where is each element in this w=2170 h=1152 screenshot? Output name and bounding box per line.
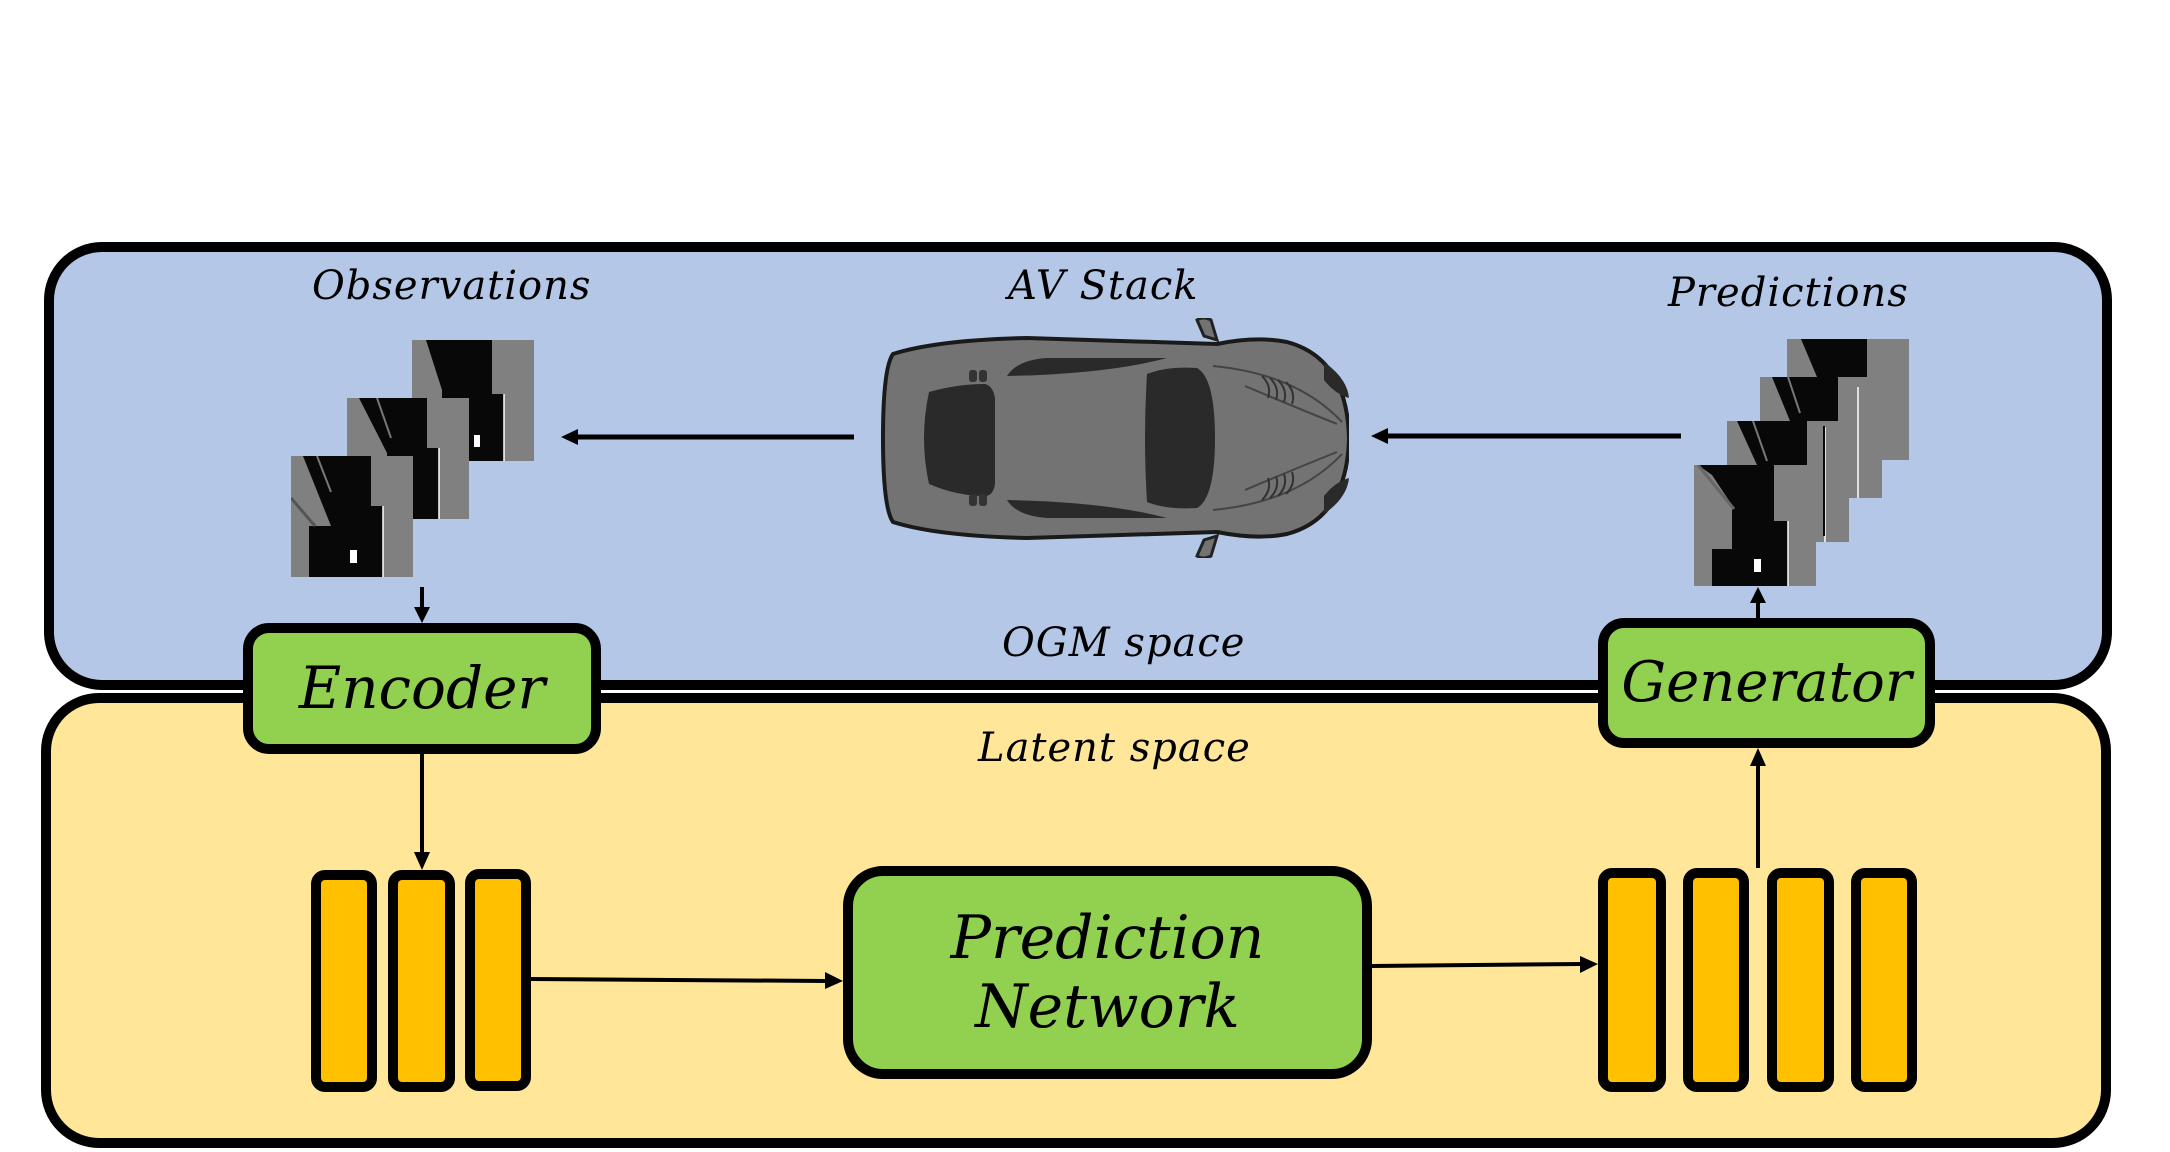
input-latent-vector [388, 870, 455, 1092]
arrow-latent-to-prediction-network [530, 971, 843, 989]
arrow-prediction-network-to-latent [1371, 956, 1598, 974]
av-stack-label: AV Stack [1008, 263, 1199, 309]
arrow-car-to-observations [561, 429, 855, 445]
generator-block: Generator [1598, 618, 1935, 748]
arrow-observations-to-encoder [414, 587, 430, 623]
car-top-view-icon [877, 316, 1352, 560]
prediction-network-label-line2: Network [975, 971, 1240, 1042]
input-latent-vector [311, 870, 377, 1092]
input-latent-vector [465, 869, 531, 1091]
arrow-encoder-to-latent [414, 754, 430, 870]
output-latent-vector [1683, 868, 1749, 1092]
prediction-network-label-line1: Prediction [950, 902, 1265, 973]
generator-label: Generator [1621, 649, 1912, 715]
prediction-network-block: Prediction Network [843, 866, 1372, 1079]
output-latent-vector [1767, 868, 1834, 1092]
observations-label: Observations [312, 263, 592, 309]
arrow-latent-to-generator [1750, 748, 1766, 868]
prediction-frame [1694, 465, 1816, 586]
arrow-predictions-to-car [1371, 428, 1682, 444]
ogm-space-label: OGM space [1002, 620, 1246, 666]
predictions-label: Predictions [1668, 270, 1909, 316]
output-latent-vector [1851, 868, 1917, 1092]
arrow-generator-to-predictions [1750, 587, 1766, 619]
encoder-block: Encoder [243, 623, 601, 754]
encoder-label: Encoder [298, 654, 546, 723]
output-latent-vector [1598, 868, 1666, 1092]
latent-space-label: Latent space [978, 725, 1251, 771]
observation-frame [291, 456, 413, 577]
